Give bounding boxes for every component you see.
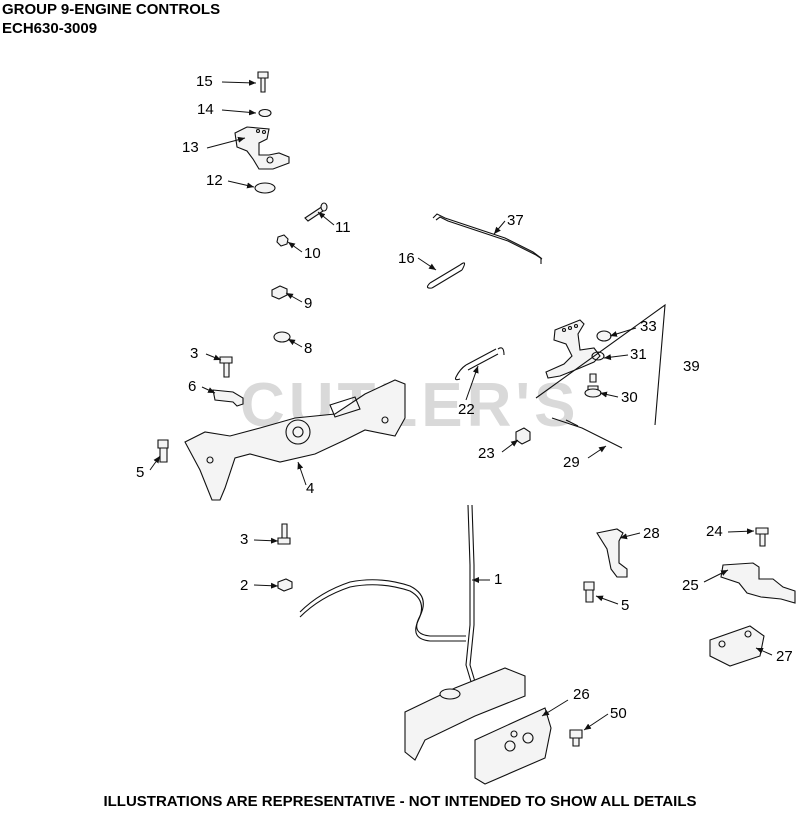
part-6-clip: [212, 389, 244, 407]
part-15-bolt: [257, 71, 269, 93]
part-11-pin: [304, 202, 328, 222]
callout-26: 26: [573, 686, 590, 703]
part-29-spring: [551, 417, 623, 449]
part-31-lever: [545, 319, 605, 379]
part-50-screw: [569, 729, 583, 747]
leader-lines: [149, 79, 773, 731]
callout-5-left: 5: [136, 464, 145, 481]
callout-3-upper: 3: [190, 345, 199, 362]
callout-12: 12: [206, 172, 223, 189]
part-5-screw-left: [157, 439, 169, 463]
callout-15: 15: [196, 73, 213, 90]
callout-24: 24: [706, 523, 723, 540]
callout-22: 22: [458, 401, 475, 418]
part-37-throttle-rod: [432, 213, 543, 264]
part-5-screw-right: [583, 581, 595, 603]
diagram-title: GROUP 9-ENGINE CONTROLS: [2, 1, 221, 18]
callout-28: 28: [643, 525, 660, 542]
callout-5-right: 5: [621, 597, 630, 614]
part-12-washer: [254, 182, 276, 194]
callout-33: 33: [640, 318, 657, 335]
part-1-control-cable: [299, 504, 477, 686]
callout-27: 27: [776, 648, 793, 665]
callout-11: 11: [335, 219, 351, 236]
part-28-bracket: [596, 528, 628, 578]
part-39-group-outline: [535, 303, 666, 426]
callout-39: 39: [683, 358, 700, 375]
part-3-screw-lower: [277, 523, 291, 545]
part-24-screw: [755, 527, 769, 547]
part-4-control-bracket: [184, 379, 406, 501]
diagram-header: GROUP 9-ENGINE CONTROLS ECH630-3009: [2, 0, 220, 38]
callout-29: 29: [563, 454, 580, 471]
callout-30: 30: [621, 389, 638, 406]
part-27-plate: [709, 625, 765, 667]
part-14-washer: [258, 108, 272, 118]
callout-1: 1: [494, 571, 503, 588]
part-8-washer: [273, 331, 291, 343]
model-number: ECH630-3009: [2, 20, 98, 37]
part-25-bracket: [720, 562, 796, 604]
disclaimer-footer: ILLUSTRATIONS ARE REPRESENTATIVE - NOT I…: [103, 793, 697, 810]
part-10-nut: [276, 234, 289, 247]
part-26-control-base: [404, 667, 552, 785]
part-16-spring: [426, 262, 466, 289]
callout-4: 4: [306, 480, 315, 497]
callout-3-lower: 3: [240, 531, 249, 548]
callout-37: 37: [507, 212, 524, 229]
callout-13: 13: [182, 139, 199, 156]
part-2-nut: [277, 578, 293, 592]
part-33-washer: [596, 330, 612, 342]
callout-23: 23: [478, 445, 495, 462]
part-9-nut: [271, 285, 288, 300]
part-3-screw-upper: [219, 356, 233, 378]
callout-2: 2: [240, 577, 249, 594]
part-30-pin: [584, 373, 602, 398]
callout-10: 10: [304, 245, 321, 262]
callout-25: 25: [682, 577, 699, 594]
callout-50: 50: [610, 705, 627, 722]
part-22-spring: [454, 347, 505, 381]
callout-31: 31: [630, 346, 647, 363]
callout-16: 16: [398, 250, 415, 267]
part-13-bracket: [234, 126, 290, 170]
callout-9: 9: [304, 295, 313, 312]
callout-6: 6: [188, 378, 197, 395]
part-23-clip: [515, 427, 531, 445]
callout-14: 14: [197, 101, 214, 118]
callout-8: 8: [304, 340, 313, 357]
